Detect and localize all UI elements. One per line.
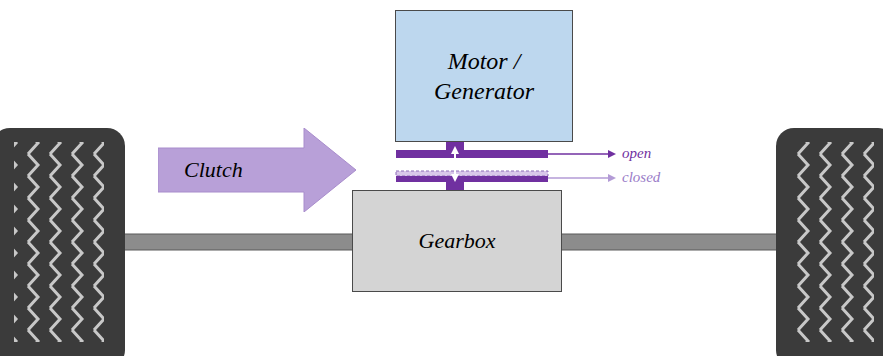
arrowhead bbox=[451, 174, 459, 182]
tread bbox=[794, 142, 874, 342]
wheel bbox=[776, 128, 883, 356]
wheel bbox=[0, 128, 125, 356]
closed-label: closed bbox=[622, 169, 660, 186]
node-label: Gearbox bbox=[419, 227, 496, 255]
gearbox-box: Gearbox bbox=[352, 190, 562, 292]
clutch-plate-open bbox=[396, 150, 548, 158]
node-label: Motor / Generator bbox=[419, 46, 549, 106]
arrowhead bbox=[608, 174, 616, 182]
clutch-plate-closed bbox=[396, 171, 548, 176]
arrowhead bbox=[451, 146, 459, 154]
clutch-arrow: Clutch bbox=[158, 128, 356, 212]
axle bbox=[120, 234, 356, 250]
arrowhead bbox=[608, 150, 616, 158]
motor-generator-box: Motor / Generator bbox=[395, 10, 573, 142]
leader-line bbox=[548, 153, 610, 155]
axle bbox=[558, 234, 780, 250]
node-label: Clutch bbox=[184, 156, 243, 184]
leader-line bbox=[548, 177, 610, 179]
clutch-plate bbox=[396, 176, 548, 182]
tread bbox=[14, 142, 104, 342]
open-label: open bbox=[622, 145, 651, 162]
